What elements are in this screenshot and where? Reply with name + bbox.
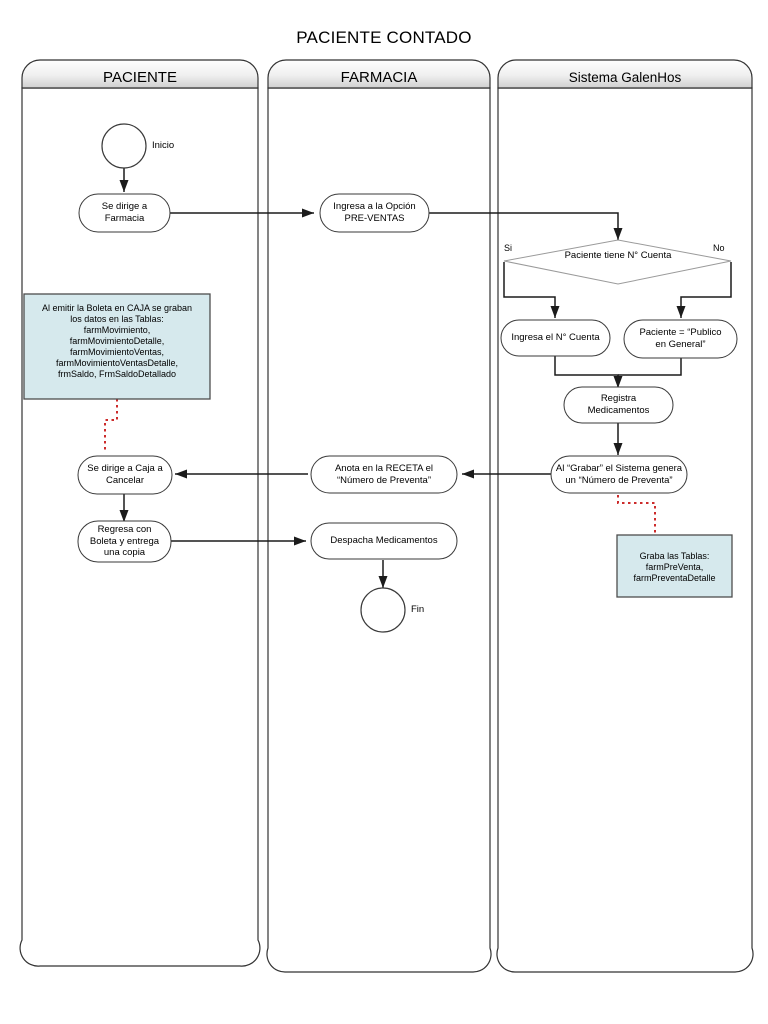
note-line: Graba las Tablas: — [639, 551, 710, 561]
node-publico-general[interactable] — [623, 319, 738, 359]
note-line: los datos en las Tablas: — [70, 314, 164, 324]
note-line: Al emitir la Boleta en CAJA se graban — [41, 303, 193, 313]
node-al-grabar[interactable] — [550, 455, 688, 494]
edge-no-branch — [676, 262, 732, 318]
node-registra-medicamentos[interactable] — [563, 386, 674, 424]
page-title: PACIENTE CONTADO — [296, 28, 472, 47]
note-line: farmMovimientoDetalle, — [69, 336, 165, 346]
note-line: farmMovimientoVentas, — [69, 347, 165, 357]
node-ingresa-opcion[interactable] — [319, 193, 430, 233]
node-ingresa-cuenta[interactable] — [500, 319, 611, 357]
node-regresa-boleta[interactable] — [77, 520, 172, 563]
label-fin: Fin — [411, 604, 425, 615]
node-end-circle[interactable] — [360, 587, 406, 633]
node-se-dirige-caja[interactable] — [77, 455, 173, 495]
label-inicio: Inicio — [152, 140, 175, 151]
note-connector-caja — [104, 399, 118, 452]
node-se-dirige-farmacia[interactable] — [78, 193, 171, 233]
note-connectors — [104, 399, 656, 535]
node-despacha-medicamentos[interactable] — [310, 522, 458, 560]
edge-label-si: Si — [504, 243, 513, 253]
node-anota-receta[interactable] — [310, 455, 458, 494]
lane-title-paciente: PACIENTE — [103, 69, 177, 86]
note-line: farmPreventaDetalle — [633, 573, 716, 583]
node-start-circle[interactable] — [101, 123, 147, 169]
edge-cuenta-to-registra — [554, 355, 623, 388]
note-line: farmPreVenta, — [645, 562, 704, 572]
note-line: frmSaldo, FrmSaldoDetallado — [57, 369, 177, 379]
lane-title-sistema: Sistema GalenHos — [568, 70, 682, 85]
note-line: farmMovimiento, — [83, 325, 151, 335]
note-line: farmMovimientoVentasDetalle, — [55, 358, 179, 368]
note-text-caja: Al emitir la Boleta en CAJA se graban lo… — [26, 303, 208, 380]
note-text-preventa: Graba las Tablas: farmPreVenta, farmPrev… — [618, 551, 731, 584]
lane-sistema — [496, 59, 754, 973]
connectors — [119, 168, 732, 588]
note-box-caja[interactable] — [23, 293, 211, 400]
note-box-preventa[interactable] — [616, 534, 733, 598]
node-decision-cuenta[interactable] — [503, 239, 732, 285]
lane-title-farmacia: FARMACIA — [340, 69, 418, 86]
edge-label-no: No — [713, 243, 725, 253]
edge-opcion-to-decision — [429, 212, 623, 240]
edge-publico-to-registra — [618, 357, 682, 376]
note-connector-preventa — [617, 489, 656, 535]
edge-si-branch — [503, 262, 560, 318]
